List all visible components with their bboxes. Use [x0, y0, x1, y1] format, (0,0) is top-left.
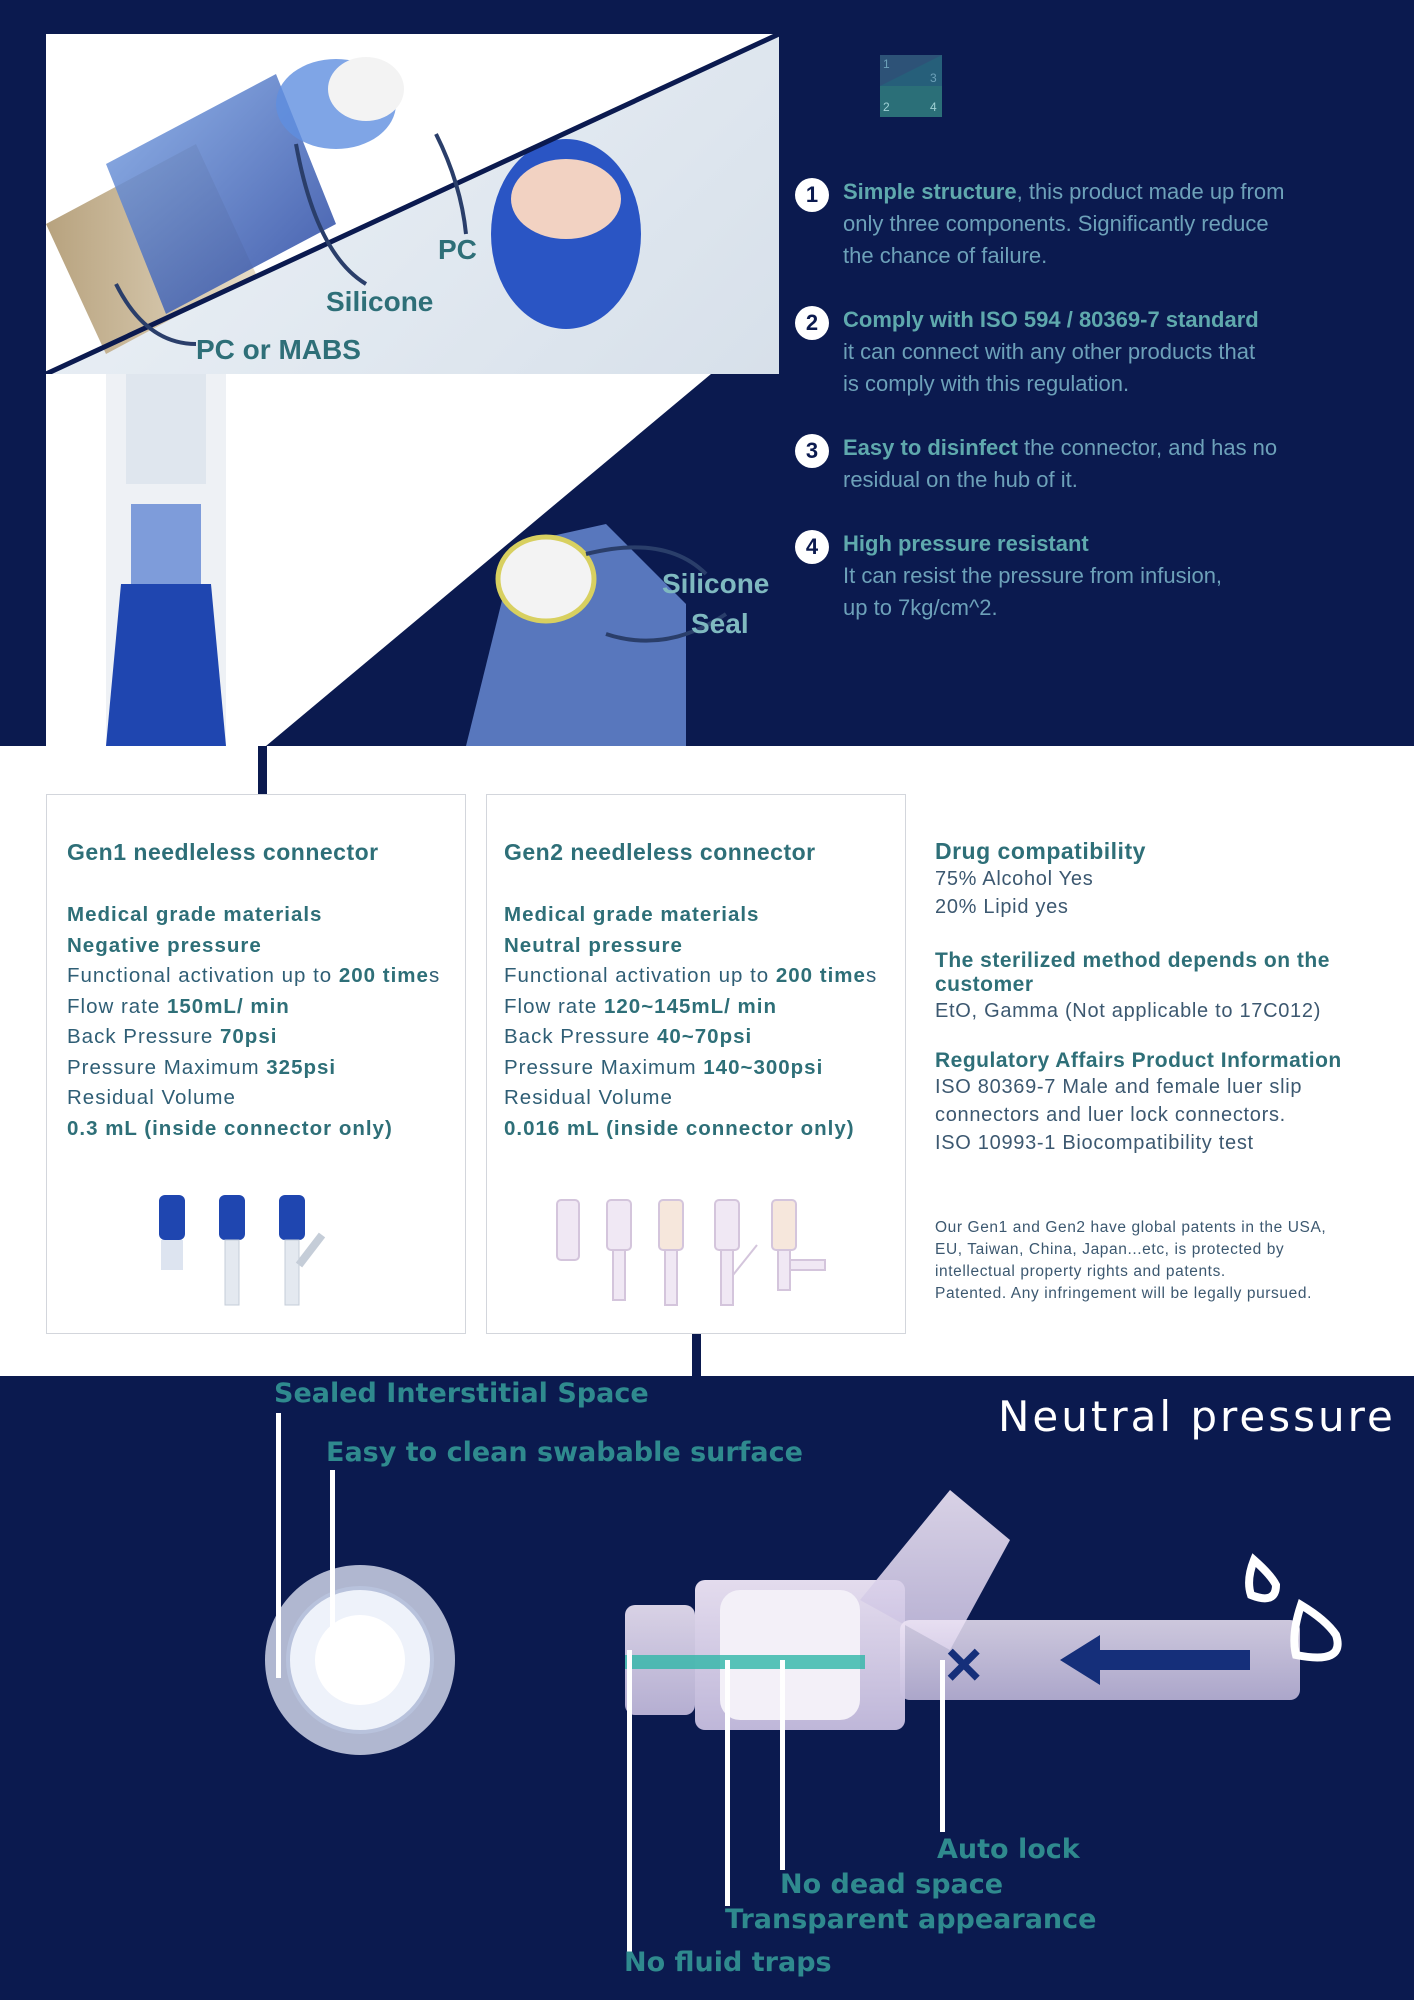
drug-title: Drug compatibility	[935, 838, 1146, 864]
steril-title: The sterilized method depends on the	[935, 949, 1330, 972]
gen2-back-value: 40~70psi	[657, 1025, 753, 1048]
reg-line: ISO 80369-7 Male and female luer slip	[935, 1076, 1303, 1098]
label-no-fluid-traps: No fluid traps	[624, 1947, 832, 1978]
feature-text: It can resist the pressure from infusion…	[843, 563, 1223, 588]
gen1-activation-label: Functional activation up to	[67, 964, 339, 987]
gen1-flow-label: Flow rate	[67, 994, 167, 1018]
label-transparent: Transparent appearance	[725, 1904, 1097, 1935]
patent-line: EU, Taiwan, China, Japan...etc, is prote…	[935, 1241, 1285, 1258]
feature-text: up to 7kg/cm^2.	[843, 595, 998, 620]
gen2-flow-value: 120~145mL/ min	[604, 994, 777, 1018]
label-pc: PC	[438, 234, 477, 265]
gen1-materials: Medical grade materials	[67, 903, 323, 926]
label-sealed-interstitial: Sealed Interstitial Space	[274, 1378, 649, 1409]
connector-assembled-illustration	[106, 374, 779, 746]
steril-title-2: customer	[935, 973, 1034, 996]
fluid-drop-icon	[1245, 1553, 1342, 1662]
divider-tick	[692, 1330, 701, 1376]
feature-number: 1	[795, 178, 829, 212]
gen2-title: Gen2 needleless connector	[504, 839, 816, 865]
connector-top-view	[265, 1565, 455, 1755]
gen1-max-value: 325psi	[266, 1055, 337, 1079]
gen1-card: Gen1 needleless connector Medical grade …	[46, 794, 466, 1334]
label-silicone-seal-1: Silicone	[662, 568, 770, 599]
gen2-flow-label: Flow rate	[504, 994, 604, 1018]
gen2-max-value: 140~300psi	[703, 1055, 824, 1079]
label-no-dead-space: No dead space	[780, 1869, 1004, 1900]
feature-text: only three components. Significantly red…	[843, 211, 1269, 236]
patent-line: Our Gen1 and Gen2 have global patents in…	[935, 1219, 1327, 1236]
feature-text: , this product made up from	[1016, 179, 1285, 204]
feature-number: 3	[795, 434, 829, 468]
drug-line: 75% Alcohol Yes	[935, 868, 1094, 890]
gen2-activation-value: 200 time	[775, 964, 866, 987]
gen2-max-label: Pressure Maximum	[504, 1055, 704, 1079]
gen2-activation-label: Functional activation up to	[504, 964, 776, 987]
key-1: 1	[883, 57, 890, 71]
layout-key-icon: 1 3 2 4	[880, 55, 942, 117]
pointer-line	[725, 1660, 730, 1906]
gen1-title: Gen1 needleless connector	[67, 839, 379, 865]
gen1-pressure: Negative pressure	[67, 933, 262, 957]
label-silicone-seal-2: Seal	[691, 608, 749, 639]
feature-text: residual on the hub of it.	[843, 467, 1078, 492]
gen1-residual-value: 0.3 mL (inside connector only)	[67, 1116, 393, 1140]
gen2-card: Gen2 needleless connector Medical grade …	[486, 794, 906, 1334]
connector-photo-assembled: Silicone Seal	[46, 374, 779, 746]
gen1-back-value: 70psi	[220, 1025, 278, 1048]
label-silicone: Silicone	[326, 286, 434, 317]
gen2-residual-label: Residual Volume	[504, 1086, 673, 1109]
feature-number: 2	[795, 306, 829, 340]
divider-tick	[258, 746, 267, 796]
gen2-back-label: Back Pressure	[504, 1025, 657, 1048]
pointer-line	[940, 1660, 945, 1832]
reg-line: connectors and luer lock connectors.	[935, 1104, 1286, 1126]
gen2-materials: Medical grade materials	[504, 903, 760, 926]
pointer-line	[627, 1650, 632, 1952]
feature-title: Comply with ISO 594 / 80369-7 standard	[843, 307, 1259, 332]
pointer-line	[276, 1413, 281, 1678]
steril-text: EtO, Gamma (Not applicable to 17C012)	[935, 1000, 1322, 1022]
label-auto-lock: Auto lock	[937, 1834, 1080, 1865]
gen1-activation-suffix: s	[428, 964, 441, 987]
label-swabable-surface: Easy to clean swabable surface	[326, 1437, 803, 1468]
reg-line: ISO 10993-1 Biocompatibility test	[935, 1132, 1254, 1154]
reg-title: Regulatory Affairs Product Information	[935, 1049, 1342, 1072]
connector-exploded-illustration	[46, 34, 779, 374]
gen2-residual-value: 0.016 mL (inside connector only)	[504, 1116, 855, 1140]
feature-title: Simple structure	[843, 179, 1017, 204]
feature-title: Easy to disinfect	[843, 435, 1018, 460]
pointer-line	[780, 1660, 785, 1870]
svg-text:×: ×	[945, 1628, 982, 1700]
key-2: 2	[883, 100, 890, 114]
feature-text: the connector, and has no	[1017, 435, 1278, 460]
neutral-pressure-heading: Neutral pressure	[998, 1392, 1396, 1441]
feature-text: it can connect with any other products t…	[843, 339, 1256, 364]
gen1-products-image	[159, 1195, 326, 1306]
connector-photo-exploded: PC Silicone PC or MABS	[46, 34, 779, 374]
label-pc-or-mabs: PC or MABS	[196, 334, 361, 365]
drug-line: 20% Lipid yes	[935, 896, 1069, 918]
gen2-pressure: Neutral pressure	[504, 933, 683, 957]
gen1-flow-value: 150mL/ min	[167, 994, 290, 1018]
pointer-line	[330, 1470, 335, 1660]
feature-text: the chance of failure.	[843, 243, 1048, 268]
gen2-activation-suffix: s	[865, 964, 878, 987]
feature-title: High pressure resistant	[843, 531, 1089, 556]
gen1-activation-value: 200 time	[338, 964, 429, 987]
key-3: 3	[930, 71, 937, 85]
patent-line: Patented. Any infringement will be legal…	[935, 1285, 1312, 1302]
feature-text: is comply with this regulation.	[843, 371, 1130, 396]
gen2-products-image	[556, 1199, 826, 1306]
feature-number: 4	[795, 530, 829, 564]
gen1-back-label: Back Pressure	[67, 1025, 220, 1048]
info-column: Drug compatibility 75% Alcohol Yes 20% L…	[935, 838, 1395, 1305]
key-4: 4	[930, 100, 937, 114]
patent-line: intellectual property rights and patents…	[935, 1263, 1226, 1280]
gen1-residual-label: Residual Volume	[67, 1086, 236, 1109]
connector-side-view: ×	[625, 1490, 1300, 1730]
gen1-max-label: Pressure Maximum	[67, 1055, 267, 1079]
